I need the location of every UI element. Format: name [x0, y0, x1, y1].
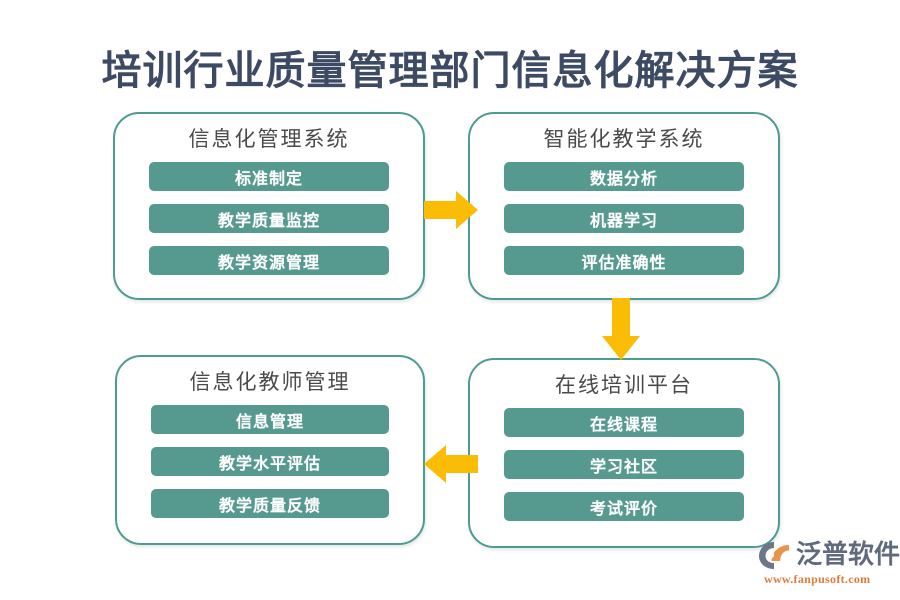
- node-item-list-info-mgmt: 标准制定 教学质量监控 教学资源管理: [149, 162, 389, 275]
- node-item-pill[interactable]: 考试评价: [504, 492, 744, 521]
- node-item-pill[interactable]: 教学质量反馈: [151, 489, 389, 518]
- node-item-pill[interactable]: 评估准确性: [504, 246, 744, 275]
- node-item-pill[interactable]: 在线课程: [504, 408, 744, 437]
- arrow-down-icon: [600, 298, 642, 360]
- node-heading-teacher-mgmt: 信息化教师管理: [189, 370, 351, 394]
- node-item-pill[interactable]: 教学水平评估: [151, 447, 389, 476]
- node-heading-info-mgmt: 信息化管理系统: [188, 127, 350, 151]
- node-item-pill[interactable]: 标准制定: [149, 162, 389, 191]
- node-item-pill[interactable]: 数据分析: [504, 162, 744, 191]
- node-item-list-smart-teach: 数据分析 机器学习 评估准确性: [504, 162, 744, 275]
- node-box-smart-teach[interactable]: 智能化教学系统 数据分析 机器学习 评估准确性: [468, 112, 780, 300]
- fanpu-logo-icon: [758, 540, 792, 570]
- node-item-pill[interactable]: 教学资源管理: [149, 246, 389, 275]
- brand-logo: 泛普软件 www.fanpusoft.com: [758, 540, 900, 596]
- brand-url: www.fanpusoft.com: [764, 572, 871, 586]
- node-item-list-teacher-mgmt: 信息管理 教学水平评估 教学质量反馈: [151, 405, 389, 518]
- node-item-pill[interactable]: 教学质量监控: [149, 204, 389, 233]
- node-heading-online-platform: 在线培训平台: [555, 373, 693, 397]
- arrow-right-icon: [424, 189, 478, 231]
- node-box-info-mgmt[interactable]: 信息化管理系统 标准制定 教学质量监控 教学资源管理: [113, 112, 425, 300]
- node-item-pill[interactable]: 机器学习: [504, 204, 744, 233]
- node-box-teacher-mgmt[interactable]: 信息化教师管理 信息管理 教学水平评估 教学质量反馈: [115, 355, 425, 545]
- node-item-pill[interactable]: 信息管理: [151, 405, 389, 434]
- node-item-list-online-platform: 在线课程 学习社区 考试评价: [504, 408, 744, 521]
- page-title: 培训行业质量管理部门信息化解决方案: [101, 48, 799, 93]
- brand-name: 泛普软件: [796, 540, 900, 569]
- node-item-pill[interactable]: 学习社区: [504, 450, 744, 479]
- node-heading-smart-teach: 智能化教学系统: [543, 127, 705, 151]
- brand-logo-row: 泛普软件: [758, 540, 900, 570]
- arrow-left-icon: [424, 443, 478, 485]
- node-box-online-platform[interactable]: 在线培训平台 在线课程 学习社区 考试评价: [468, 358, 780, 548]
